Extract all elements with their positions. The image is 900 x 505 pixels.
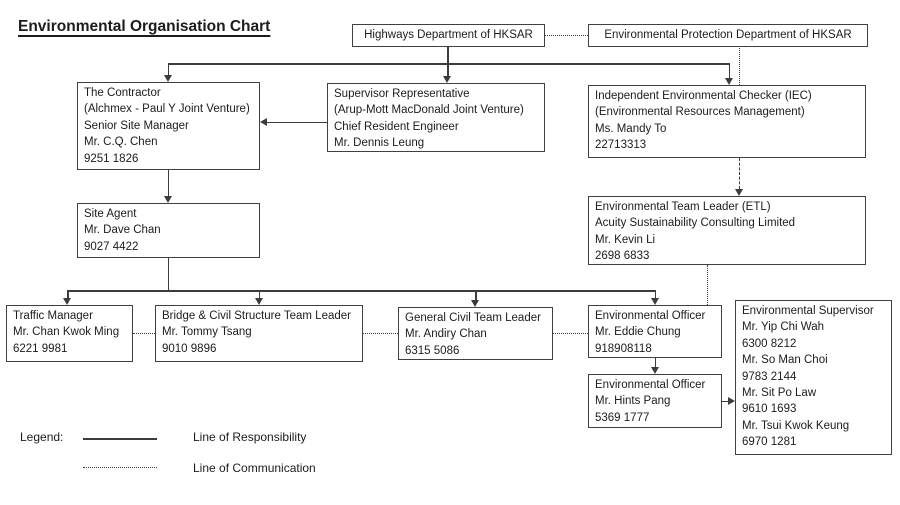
box-text-line: 9610 1693: [742, 403, 797, 416]
box-text-line: Environmental Officer: [595, 310, 706, 322]
box-text-line: Acuity Sustainability Consulting Limited: [595, 217, 796, 230]
org-box-highways-department: Highways Department of HKSAR: [352, 24, 545, 47]
connector-drop-traffic: [67, 290, 69, 298]
box-text-line: Mr. Dennis Leung: [334, 137, 425, 150]
box-text-line: 9010 9896: [162, 342, 217, 355]
arrowhead-supervisor-top: [443, 76, 451, 83]
page-title: Environmental Organisation Chart: [18, 18, 271, 35]
comm-bridge-generalcivil: [363, 332, 398, 334]
box-text-line: Mr. Sit Po Law: [742, 387, 817, 400]
connector-envofficer2-to-envsupervisor: [722, 400, 728, 402]
box-text-line: Chief Resident Engineer: [334, 120, 459, 133]
box-text-line: 918908118: [595, 342, 652, 355]
box-text-line: 9027 4422: [84, 240, 139, 253]
org-box-independent-environmental-checker: Independent Environmental Checker (IEC) (…: [588, 85, 866, 158]
box-text-line: Highways Department of HKSAR: [364, 29, 533, 42]
arrowhead-traffic-top: [63, 298, 71, 305]
box-text-line: Senior Site Manager: [84, 119, 189, 132]
box-text-line: Site Agent: [84, 208, 137, 220]
legend-responsibility-label: Line of Responsibility: [193, 430, 307, 444]
box-text-line: Environmental Supervisor: [742, 305, 874, 317]
box-text-line: Ms. Mandy To: [595, 122, 667, 135]
box-text-line: (Arup-Mott MacDonald Joint Venture): [334, 104, 524, 117]
box-text-line: 6221 9981: [13, 342, 68, 355]
connector-level2-horizontal: [168, 63, 730, 65]
box-text-line: Mr. Dave Chan: [84, 224, 161, 237]
box-text-line: Mr. Chan Kwok Ming: [13, 326, 120, 339]
box-text-line: Environmental Team Leader (ETL): [595, 201, 771, 213]
connector-drop-contractor: [167, 63, 169, 75]
box-text-line: Mr. Andiry Chan: [405, 328, 487, 341]
connector-drop-iec: [728, 63, 730, 78]
box-text-line: 9783 2144: [742, 370, 797, 383]
box-text-line: Mr. Kevin Li: [595, 233, 656, 246]
arrowhead-contractor-right: [260, 117, 267, 126]
box-text-line: (Alchmex - Paul Y Joint Venture): [84, 103, 250, 116]
org-box-contractor: The Contractor (Alchmex - Paul Y Joint Ve…: [77, 82, 260, 170]
box-text-line: 6300 8212: [742, 337, 797, 350]
connector-highways-down: [447, 47, 449, 63]
connector-siteagent-down: [167, 258, 169, 291]
comm-traffic-bridge: [133, 332, 155, 334]
legend-dotted-line-sample: [83, 467, 157, 468]
comm-envprotection-to-iec: [739, 46, 740, 85]
box-text-line: (Environmental Resources Management): [595, 106, 805, 119]
box-text-line: 5369 1777: [595, 411, 650, 424]
box-text-line: Environmental Officer: [595, 379, 706, 391]
box-text-line: Environmental Protection Department of H…: [604, 29, 852, 42]
box-text-line: 9251 1826: [84, 152, 139, 165]
arrowhead-contractor-top: [163, 75, 172, 82]
arrowhead-generalcivil-top: [471, 300, 479, 307]
connector-envofficer1-to-envofficer2: [654, 358, 656, 367]
box-text-line: Mr. Yip Chi Wah: [742, 321, 825, 334]
box-text-line: Mr. Tsui Kwok Keung: [742, 419, 850, 432]
arrowhead-bridge-top: [254, 298, 263, 305]
box-text-line: 2698 6833: [595, 250, 650, 263]
comm-iec-to-etl: [739, 158, 740, 189]
connector-supervisor-to-contractor: [267, 121, 327, 123]
box-text-line: Independent Environmental Checker (IEC): [595, 90, 812, 102]
org-box-environmental-protection-department: Environmental Protection Department of H…: [588, 24, 868, 47]
org-box-supervisor-representative: Supervisor Representative (Arup-Mott MacD…: [327, 83, 545, 152]
connector-drop-bridge: [258, 290, 260, 298]
legend-label: Legend:: [20, 430, 64, 444]
comm-generalcivil-envofficer1: [553, 332, 588, 334]
box-text-line: 6315 5086: [405, 344, 460, 357]
connector-drop-generalcivil: [475, 290, 477, 300]
connector-level4-horizontal: [67, 290, 656, 292]
box-text-line: Mr. C.Q. Chen: [84, 136, 158, 149]
box-text-line: General Civil Team Leader: [405, 312, 541, 324]
arrowhead-iec-top: [724, 78, 733, 85]
arrowhead-siteagent-top: [163, 196, 172, 203]
arrowhead-envofficer1-top: [650, 298, 659, 305]
box-text-line: 22713313: [595, 139, 647, 152]
legend-communication-label: Line of Communication: [193, 461, 316, 475]
box-text-line: Bridge & Civil Structure Team Leader: [162, 310, 351, 322]
box-text-line: Mr. Tommy Tsang: [162, 326, 252, 339]
box-text-line: Traffic Manager: [13, 310, 93, 322]
org-box-environmental-team-leader: Environmental Team Leader (ETL) Acuity Su…: [588, 196, 866, 265]
box-text-line: Mr. Hints Pang: [595, 395, 671, 408]
box-text-line: The Contractor: [84, 87, 161, 99]
legend-solid-line-sample: [83, 438, 157, 440]
arrowhead-etl-top: [735, 189, 743, 196]
comm-etl-to-envofficer1: [706, 265, 708, 305]
arrowhead-envsupervisor-left: [728, 396, 735, 405]
box-text-line: Supervisor Representative: [334, 88, 470, 100]
connector-drop-envofficer1: [654, 290, 656, 298]
connector-contractor-to-siteagent: [167, 170, 169, 196]
box-text-line: Mr. Eddie Chung: [595, 326, 681, 339]
arrowhead-envofficer2-top: [650, 367, 659, 374]
box-text-line: Mr. So Man Choi: [742, 354, 828, 367]
connector-drop-supervisor: [447, 63, 449, 76]
box-text-line: 6970 1281: [742, 436, 797, 449]
comm-highways-envprotection: [545, 34, 588, 36]
